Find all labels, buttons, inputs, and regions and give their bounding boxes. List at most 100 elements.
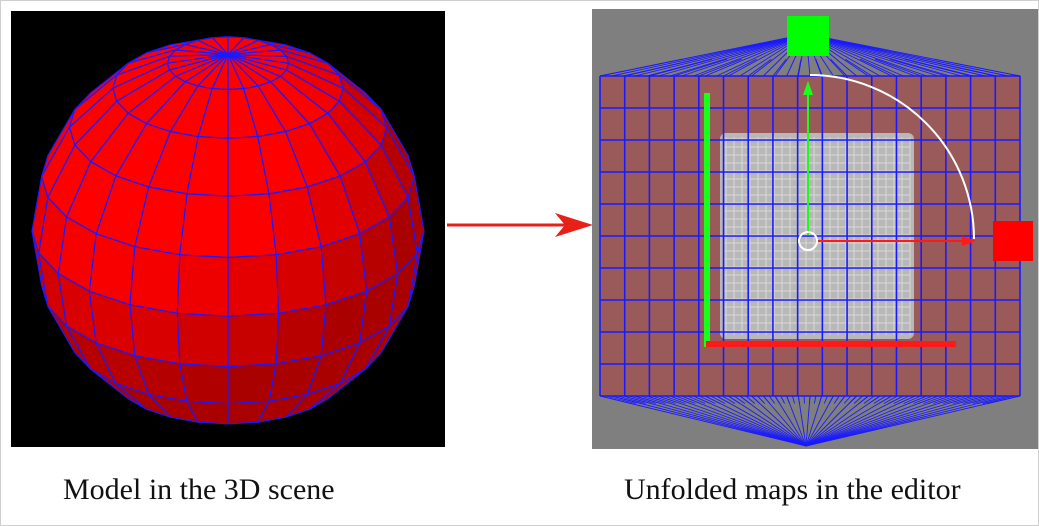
fan-line: [903, 395, 922, 404]
fan-line: [805, 395, 1021, 447]
sphere-faces: [31, 36, 425, 425]
fan-line: [747, 58, 772, 77]
fan-line: [805, 395, 951, 447]
fan-line: [698, 395, 716, 404]
fan-line: [681, 395, 701, 404]
fan-line: [833, 395, 840, 404]
fan-line: [933, 395, 956, 404]
fan-line: [792, 395, 795, 404]
sphere-model: [31, 36, 425, 425]
fan-line: [658, 33, 807, 77]
fan-line: [611, 395, 641, 404]
sphere-face: [129, 304, 181, 365]
uv-pole-fan-bottom: [599, 395, 1021, 447]
fan-line: [646, 395, 671, 404]
fan-line: [762, 395, 807, 447]
fan-line: [805, 395, 881, 447]
fan-line: [716, 395, 731, 404]
fan-line: [649, 58, 713, 77]
fan-line: [913, 395, 933, 404]
fan-line: [818, 395, 823, 404]
fan-line: [669, 395, 807, 447]
fan-line: [646, 33, 807, 77]
fan-line: [848, 395, 857, 404]
fan-line: [617, 395, 646, 404]
fan-line: [786, 395, 807, 447]
sphere-face: [364, 306, 409, 370]
fan-line: [599, 58, 683, 77]
fan-line: [751, 395, 807, 447]
fan-line: [845, 58, 873, 77]
fan-line: [681, 395, 807, 447]
fan-line: [883, 395, 898, 404]
sphere-face: [227, 363, 277, 405]
fan-line: [669, 33, 807, 77]
fan-line: [972, 395, 1003, 404]
fan-line: [762, 395, 771, 404]
fan-line: [634, 33, 807, 77]
uv-editor-canvas[interactable]: [592, 9, 1038, 449]
fan-line: [805, 395, 869, 447]
fan-line: [805, 395, 834, 447]
fan-line: [962, 395, 991, 404]
sphere-face: [227, 312, 280, 368]
fan-line: [640, 395, 666, 404]
fan-line: [813, 395, 817, 404]
fan-line: [629, 395, 656, 404]
fan-line: [710, 395, 726, 404]
sphere-face: [129, 245, 181, 315]
fan-line: [805, 395, 927, 447]
fan-line: [928, 395, 951, 404]
fan-line: [919, 58, 996, 77]
arrow-head: [555, 213, 593, 237]
fan-line: [953, 395, 980, 404]
sphere-face: [275, 304, 327, 365]
fan-line: [918, 395, 939, 404]
fan-line: [675, 395, 696, 404]
sphere-face: [327, 62, 382, 110]
fan-line: [805, 395, 892, 447]
fan-line: [658, 395, 681, 404]
fan-line: [739, 395, 751, 404]
fan-line: [646, 395, 807, 447]
sphere-face: [179, 363, 229, 405]
fan-line: [805, 395, 811, 447]
fan-line: [780, 395, 786, 404]
fan-line: [805, 395, 904, 447]
fan-line: [987, 395, 1021, 404]
fan-line: [704, 395, 807, 447]
fan-line: [693, 395, 711, 404]
sphere-face: [309, 368, 366, 410]
sphere-face: [227, 193, 277, 259]
fan-line: [873, 395, 887, 404]
fan-line: [908, 395, 927, 404]
fan-line: [805, 395, 823, 447]
fan-line: [853, 395, 863, 404]
fan-line: [943, 395, 968, 404]
fan-line: [938, 395, 962, 404]
sphere-face: [176, 254, 229, 317]
fan-line: [823, 395, 828, 404]
fan-line: [805, 395, 974, 447]
fan-line: [934, 58, 1021, 77]
sphere-face: [227, 254, 280, 317]
fan-line: [893, 395, 910, 404]
fan-line: [860, 58, 897, 77]
fan-line: [693, 395, 807, 447]
fan-line: [797, 59, 802, 77]
y-axis-bar: [704, 93, 710, 347]
pivot-circle-icon: [798, 231, 818, 251]
fan-line: [868, 395, 881, 404]
sphere-face: [179, 193, 229, 259]
fan-line: [878, 395, 892, 404]
fan-line: [967, 395, 997, 404]
fan-line: [815, 59, 823, 77]
fan-line: [723, 58, 757, 77]
fan-line: [768, 395, 776, 404]
fan-line: [634, 395, 661, 404]
fan-line: [982, 395, 1015, 404]
fan-line: [623, 395, 807, 447]
fan-line: [858, 395, 869, 404]
fan-line: [838, 395, 846, 404]
uv-pole-fan-top: [599, 33, 1021, 77]
